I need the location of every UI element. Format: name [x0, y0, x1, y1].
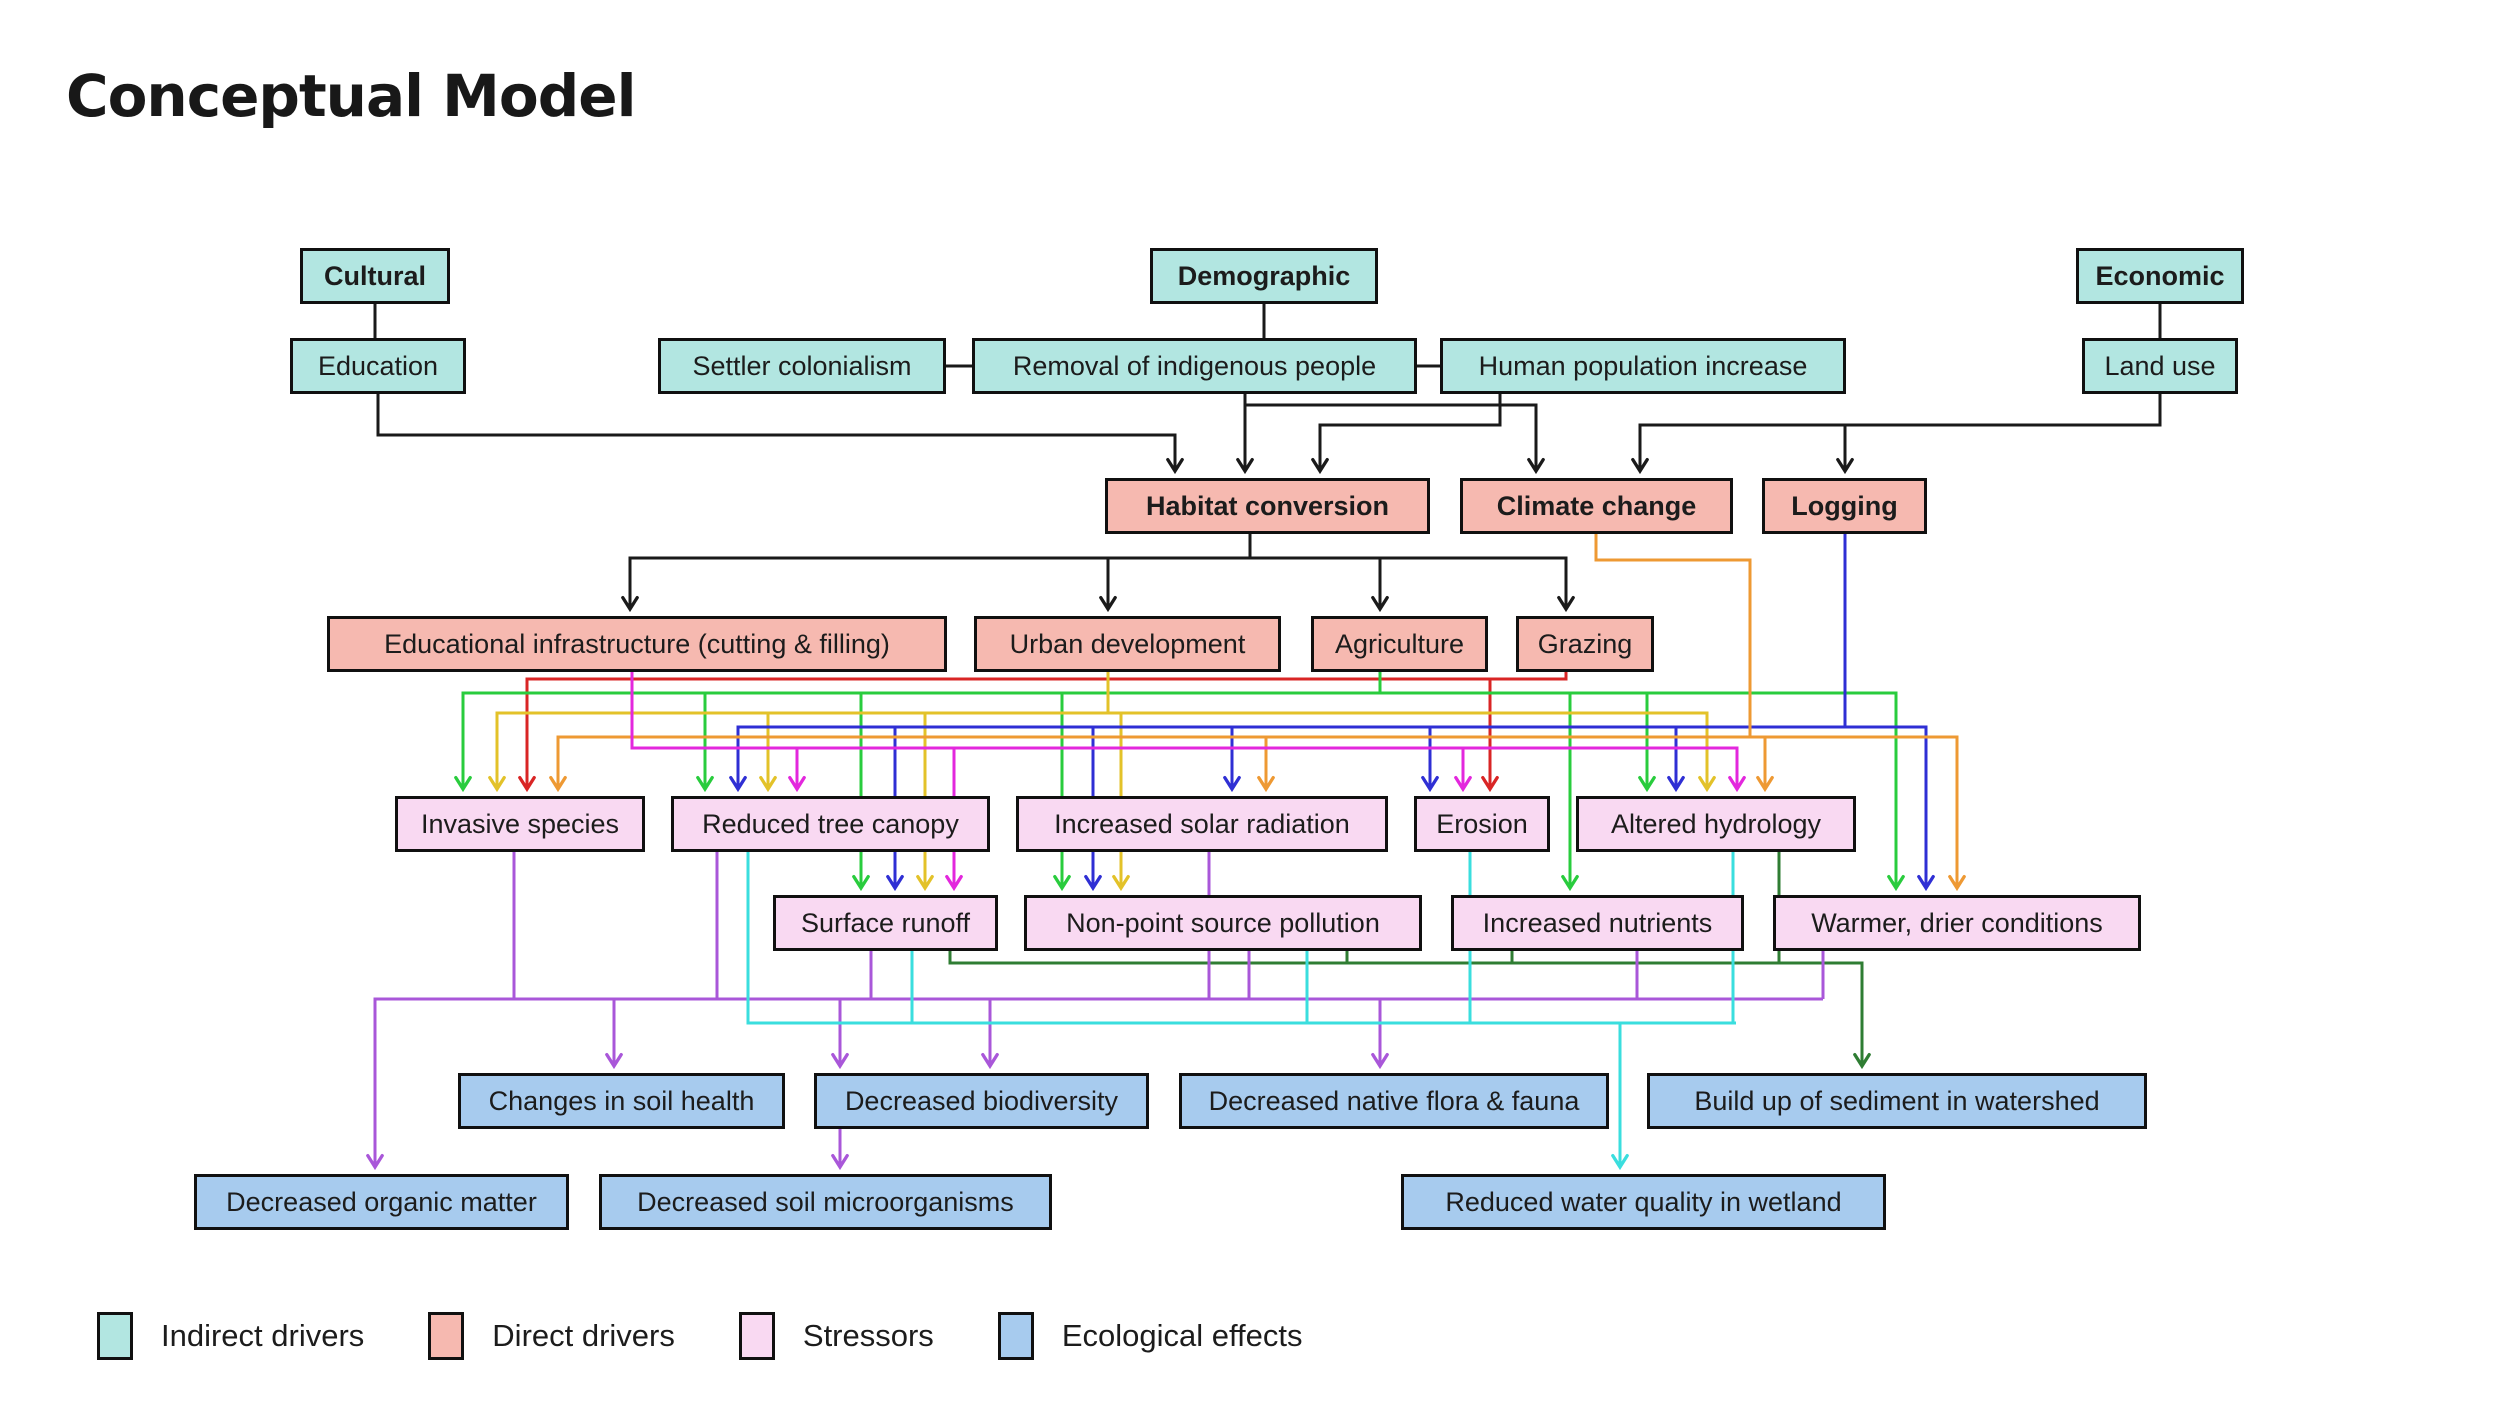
node-urban-development: Urban development	[974, 616, 1281, 672]
edge-land-use-to-climate-change	[1631, 394, 2162, 475]
node-land-use: Land use	[2082, 338, 2238, 394]
node-changes-in-soil-health: Changes in soil health	[458, 1073, 785, 1129]
edge-habitat-conversion-to-urban-development	[1099, 534, 1252, 613]
edge-agriculture-to-increased-nutrients	[1378, 672, 1579, 892]
edge-educational-infrastructure-to-erosion	[630, 672, 1472, 793]
edge-surface-runoff-to-decreased-biodiversity	[831, 951, 873, 1070]
node-education: Education	[290, 338, 466, 394]
indirect-drivers-swatch	[97, 1312, 133, 1360]
legend-item-ecological-effects: Ecological effects	[997, 1312, 1303, 1360]
node-educational-infrastructure: Educational infrastructure (cutting & fi…	[327, 616, 947, 672]
node-decreased-native-flora-fauna: Decreased native flora & fauna	[1179, 1073, 1609, 1129]
node-increased-nutrients: Increased nutrients	[1451, 895, 1744, 951]
node-economic: Economic	[2076, 248, 2244, 304]
legend-label: Stressors	[802, 1318, 934, 1353]
legend-label: Direct drivers	[492, 1318, 675, 1353]
edge-urban-development-to-invasive-species	[488, 672, 1110, 793]
node-surface-runoff: Surface runoff	[773, 895, 998, 951]
legend: Indirect drivers Direct drivers Stressor…	[97, 1312, 1303, 1360]
node-reduced-tree-canopy: Reduced tree canopy	[671, 796, 990, 852]
edge-educational-infrastructure-to-surface-runoff	[630, 672, 963, 892]
node-invasive-species: Invasive species	[395, 796, 645, 852]
edge-habitat-conversion-to-educational-infrastructure	[621, 534, 1252, 613]
edge-logging-to-warmer-drier-conditions	[1843, 534, 1935, 892]
edge-removal-indigenous-to-climate-change	[1243, 394, 1545, 475]
node-erosion: Erosion	[1414, 796, 1550, 852]
edge-climate-change-to-warmer-drier-conditions	[1594, 534, 1966, 892]
node-demographic: Demographic	[1150, 248, 1378, 304]
node-cultural: Cultural	[300, 248, 450, 304]
edge-agriculture-to-warmer-drier-conditions	[1378, 672, 1905, 892]
node-settler-colonialism: Settler colonialism	[658, 338, 946, 394]
edge-habitat-conversion-to-agriculture	[1248, 534, 1389, 613]
edge-agriculture-to-reduced-tree-canopy	[696, 672, 1382, 793]
edge-grazing-to-erosion	[1481, 672, 1568, 793]
edge-habitat-conversion-to-grazing	[1248, 534, 1575, 613]
edge-increased-solar-radiation-to-decreased-biodiversity	[981, 852, 1211, 1070]
legend-item-indirect-drivers: Indirect drivers	[97, 1312, 364, 1360]
edge-human-population-to-habitat-conversion	[1311, 394, 1502, 475]
node-human-population: Human population increase	[1440, 338, 1846, 394]
node-altered-hydrology: Altered hydrology	[1576, 796, 1856, 852]
edge-reduced-tree-canopy-to-changes-in-soil-health	[605, 852, 719, 1070]
node-climate-change: Climate change	[1460, 478, 1733, 534]
legend-item-direct-drivers: Direct drivers	[428, 1312, 675, 1360]
node-agriculture: Agriculture	[1311, 616, 1488, 672]
edge-grazing-to-invasive-species	[518, 672, 1568, 793]
node-logging: Logging	[1762, 478, 1927, 534]
edge-invasive-species-to-decreased-organic-matter	[366, 852, 516, 1171]
edge-agriculture-to-altered-hydrology	[1378, 672, 1656, 793]
node-decreased-soil-microorganisms: Decreased soil microorganisms	[599, 1174, 1052, 1230]
edge-non-point-source-pollution-to-decreased-native-flora-fauna	[1247, 951, 1389, 1070]
stressors-swatch	[738, 1312, 775, 1360]
ecological-effects-swatch	[997, 1312, 1034, 1360]
node-habitat-conversion: Habitat conversion	[1105, 478, 1430, 534]
legend-item-stressors: Stressors	[738, 1312, 934, 1360]
direct-drivers-swatch	[428, 1312, 465, 1360]
edge-urban-development-to-surface-runoff	[916, 672, 1110, 892]
legend-label: Ecological effects	[1061, 1318, 1303, 1353]
page-title: Conceptual Model	[66, 62, 636, 130]
edge-reduced-tree-canopy-to-reduced-water-quality	[746, 852, 1629, 1171]
node-reduced-water-quality: Reduced water quality in wetland	[1401, 1174, 1886, 1230]
legend-label: Indirect drivers	[161, 1318, 365, 1353]
edge-logging-to-altered-hydrology	[1667, 534, 1847, 793]
edge-agriculture-to-non-point-source-pollution	[1053, 672, 1382, 892]
edge-urban-development-to-reduced-tree-canopy	[759, 672, 1110, 793]
edge-agriculture-to-invasive-species	[454, 672, 1382, 793]
node-decreased-organic-matter: Decreased organic matter	[194, 1174, 569, 1230]
edge-educational-infrastructure-to-altered-hydrology	[630, 672, 1746, 793]
edge-surface-runoff-to-sediment-buildup	[948, 951, 1871, 1070]
node-grazing: Grazing	[1516, 616, 1654, 672]
edge-educational-infrastructure-to-reduced-tree-canopy	[630, 672, 806, 793]
node-non-point-source-pollution: Non-point source pollution	[1024, 895, 1422, 951]
edge-urban-development-to-altered-hydrology	[1106, 672, 1716, 793]
node-decreased-biodiversity: Decreased biodiversity	[814, 1073, 1149, 1129]
node-increased-solar-radiation: Increased solar radiation	[1016, 796, 1388, 852]
node-warmer-drier-conditions: Warmer, drier conditions	[1773, 895, 2141, 951]
edge-education-to-habitat-conversion	[376, 394, 1184, 475]
edge-urban-development-to-non-point-source-pollution	[1106, 672, 1130, 892]
node-removal-indigenous: Removal of indigenous people	[972, 338, 1417, 394]
node-sediment-buildup: Build up of sediment in watershed	[1647, 1073, 2147, 1129]
edge-land-use-to-logging	[1836, 394, 2162, 475]
